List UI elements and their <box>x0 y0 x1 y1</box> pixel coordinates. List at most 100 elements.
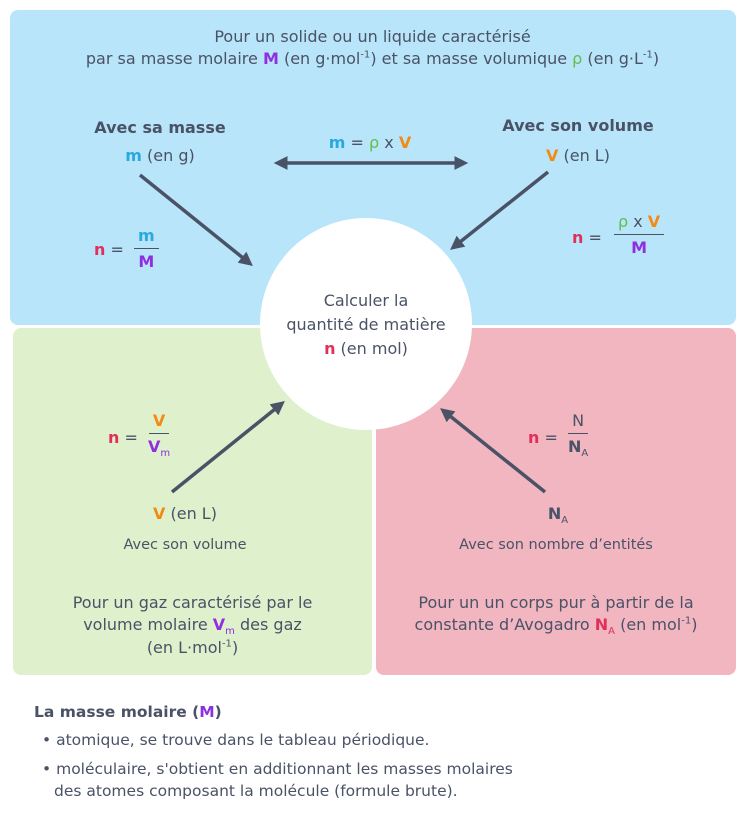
fraction-m-over-M: m M <box>134 226 159 271</box>
exponent: -1 <box>221 638 232 650</box>
solid-liquid-description: Pour un solide ou un liquide caractérisé… <box>0 27 745 68</box>
exponent: -1 <box>360 49 371 61</box>
molar-volume-symbol: V <box>212 615 226 635</box>
gas-description-line-1: Pour un gaz caractérisé par le <box>72 593 313 612</box>
note-item-text-cont: des atomes composant la molécule (formul… <box>54 781 458 800</box>
fraction-V-over-Vm: V Vm <box>148 411 171 460</box>
entities-to-center-arrow <box>440 408 547 494</box>
avogadro-symbol: N <box>568 437 582 457</box>
amount-symbol: n <box>94 240 106 259</box>
molar-mass-symbol: M <box>199 703 215 721</box>
times-sign: x <box>379 133 399 152</box>
avogadro-description-line-2: constante d’Avogadro NA (en mol-1) <box>376 614 736 638</box>
avogadro-description-line-1: Pour un un corps pur à partir de la <box>418 593 694 612</box>
solid-liquid-line-1: Pour un solide ou un liquide caractérisé <box>214 27 531 46</box>
mass-symbol: m <box>138 226 155 245</box>
text-fragment: constante d’Avogadro <box>414 615 595 635</box>
gas-volume-label: V (en L) <box>85 504 285 523</box>
density-symbol: ρ <box>369 133 380 152</box>
gas-description-line-3: (en L·mol-1) <box>13 637 372 659</box>
text-fragment: ) et sa masse volumique <box>370 49 573 69</box>
formula-n-rhoV-over-M: n = <box>572 228 602 247</box>
equals-sign: = <box>539 428 558 447</box>
equals-sign: = <box>119 428 138 447</box>
exponent: -1 <box>642 49 653 61</box>
exponent: -1 <box>681 616 692 628</box>
volume-unit: (en L) <box>558 146 610 165</box>
volume-title: Avec son volume <box>502 116 654 135</box>
mass-symbol: m <box>125 146 142 165</box>
mass-symbol: m <box>328 133 346 152</box>
gas-volume-caption: Avec son volume <box>123 537 247 553</box>
volume-symbol: V <box>398 133 412 152</box>
gas-description: Pour un gaz caractérisé par le volume mo… <box>13 592 372 659</box>
text-fragment: ) <box>214 703 222 721</box>
note-item-text: atomique, se trouve dans le tableau péri… <box>56 731 430 749</box>
avogadro-subscript: A <box>581 448 589 460</box>
amount-unit: (en mol) <box>335 339 408 358</box>
solid-liquid-line-2: par sa masse molaire M (en g·mol-1) et s… <box>0 49 745 68</box>
mass-label: m (en g) <box>60 146 260 165</box>
molar-volume-subscript: m <box>225 626 235 638</box>
center-text: Calculer la quantité de matière n (en mo… <box>260 289 472 361</box>
bullet: • <box>42 760 52 778</box>
mass-density-volume-relation: m = ρ x V <box>270 133 470 152</box>
text-fragment: ) <box>231 637 239 657</box>
molar-volume-symbol: V <box>148 437 161 457</box>
fraction-numerator: m <box>134 226 159 250</box>
text-fragment: des gaz <box>234 615 302 635</box>
gas-volume-to-center-arrow <box>170 401 285 494</box>
molar-mass-note-title: La masse molaire (M) <box>34 703 222 721</box>
molar-mass-note-item-1: • atomique, se trouve dans le tableau pé… <box>42 731 429 749</box>
text-fragment: ) <box>691 615 698 635</box>
volume-symbol: V <box>152 411 166 430</box>
volume-label: V (en L) <box>478 146 678 165</box>
fraction-denominator: NA <box>568 434 589 460</box>
entities-symbol: N <box>572 411 585 430</box>
density-symbol: ρ <box>618 212 629 231</box>
equals-sign: = <box>105 240 124 259</box>
molar-mass-note-item-2: • moléculaire, s'obtient en additionnant… <box>42 759 513 802</box>
avogadro-subscript: A <box>561 515 569 527</box>
avogadro-symbol: N <box>594 615 609 635</box>
volume-symbol: V <box>153 504 166 523</box>
formula-n-m-over-M: n = <box>94 240 124 259</box>
volume-symbol: V <box>647 212 661 231</box>
equals-sign: = <box>583 228 602 247</box>
note-item-text: moléculaire, s'obtient en additionnant l… <box>56 760 513 778</box>
volume-to-center-arrow <box>450 170 550 250</box>
density-symbol: ρ <box>572 49 583 69</box>
avogadro-description: Pour un un corps pur à partir de la cons… <box>376 592 736 637</box>
amount-symbol: n <box>108 428 120 447</box>
fraction-denominator: Vm <box>148 434 171 460</box>
formula-n-N-over-NA: n = <box>528 428 558 447</box>
bullet: • <box>42 731 52 749</box>
fraction-numerator: ρ x V <box>614 212 665 236</box>
molar-mass-symbol: M <box>262 49 279 69</box>
molar-volume-subscript: m <box>160 448 171 460</box>
formula-n-V-over-Vm: n = <box>108 428 138 447</box>
text-fragment: par sa masse molaire <box>85 49 263 69</box>
center-line-3: n (en mol) <box>260 337 472 361</box>
molar-mass-symbol: M <box>631 238 648 258</box>
center-circle <box>260 218 472 430</box>
text-fragment: (en g·L <box>582 49 643 69</box>
fraction-denominator: M <box>631 235 647 257</box>
text-fragment: (en g·mol <box>278 49 361 69</box>
avogadro-subscript: A <box>608 626 615 638</box>
text-fragment: volume molaire <box>83 615 213 635</box>
times-sign: x <box>628 212 648 231</box>
volume-symbol: V <box>546 146 559 165</box>
avogadro-symbol: N <box>547 504 562 523</box>
molar-mass-symbol: M <box>138 252 155 272</box>
amount-symbol: n <box>324 339 336 358</box>
center-line-1: Calculer la <box>323 291 409 310</box>
avogadro-label: NA <box>458 504 658 527</box>
text-fragment: (en mol <box>615 615 682 635</box>
center-line-2: quantité de matière <box>286 315 446 334</box>
fraction-N-over-NA: N NA <box>568 411 589 460</box>
mass-to-center-arrow <box>138 173 253 266</box>
fraction-denominator: M <box>138 249 154 271</box>
amount-symbol: n <box>572 228 584 247</box>
